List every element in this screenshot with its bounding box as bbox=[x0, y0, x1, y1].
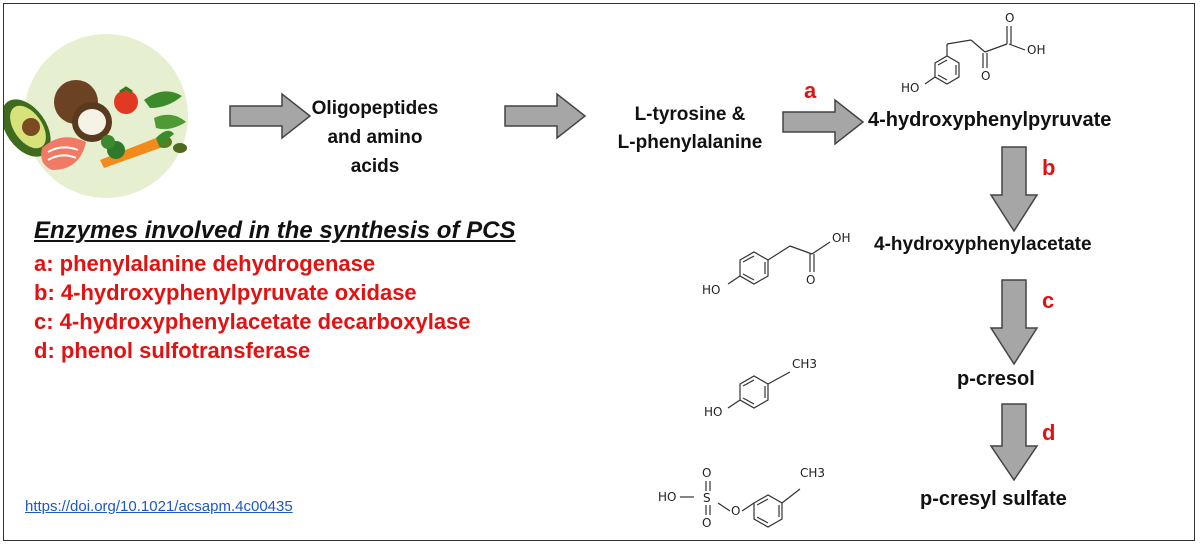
structure-p-cresyl-sulfate: HO O S O O CH3 bbox=[658, 466, 825, 530]
arrow-c bbox=[989, 279, 1039, 366]
structure-p-cresol: HO CH3 bbox=[704, 357, 817, 419]
product-p-cresol: p-cresol bbox=[957, 368, 1035, 390]
structure-hydroxyphenylpyruvate: HO O O OH bbox=[901, 11, 1045, 95]
structure-hydroxyphenylacetate: HO O OH bbox=[702, 231, 850, 297]
structure-label: CH3 bbox=[792, 357, 817, 371]
structure-label: HO bbox=[901, 81, 919, 95]
arrow-d bbox=[989, 403, 1039, 482]
structure-label: S bbox=[703, 491, 711, 505]
structure-label: HO bbox=[704, 405, 722, 419]
step-oligopeptides: Oligopeptides and amino acids bbox=[311, 98, 439, 177]
arrow-label-c: c bbox=[1042, 288, 1055, 313]
enzyme-item-b: b: 4-hydroxyphenylpyruvate oxidase bbox=[34, 280, 417, 305]
structure-label: O bbox=[702, 466, 711, 480]
structure-label: O bbox=[702, 516, 711, 530]
enzyme-list-title: Enzymes involved in the synthesis of PCS bbox=[34, 217, 516, 244]
arrow-label-d: d bbox=[1042, 420, 1056, 445]
food-illustration-icon bbox=[4, 34, 188, 198]
structure-label: O bbox=[806, 273, 815, 287]
step-tyrosine-phenylalanine: L-tyrosine & L-phenylalanine bbox=[617, 104, 763, 153]
enzyme-item-a: a: phenylalanine dehydrogenase bbox=[34, 251, 376, 276]
product-hydroxyphenylacetate: 4-hydroxyphenylacetate bbox=[874, 234, 1092, 255]
arrow-food-to-oligopeptides bbox=[229, 92, 312, 140]
enzyme-list: Enzymes involved in the synthesis of PCS… bbox=[34, 217, 515, 365]
structure-label: O bbox=[731, 504, 740, 518]
structure-label: HO bbox=[658, 490, 676, 504]
enzyme-item-c: c: 4-hydroxyphenylacetate decarboxylase bbox=[34, 309, 471, 334]
product-hydroxyphenylpyruvate: 4-hydroxyphenylpyruvate bbox=[868, 109, 1112, 131]
structure-label: HO bbox=[702, 283, 720, 297]
structure-label: OH bbox=[832, 231, 850, 245]
arrow-a bbox=[782, 98, 865, 146]
enzyme-item-d: d: phenol sulfotransferase bbox=[34, 338, 311, 363]
structure-label: O bbox=[981, 69, 990, 83]
arrow-label-b: b bbox=[1042, 155, 1056, 180]
arrow-label-a: a bbox=[804, 78, 817, 103]
arrow-oligopeptides-to-tyrosine bbox=[504, 92, 587, 140]
arrow-b bbox=[989, 146, 1039, 233]
product-p-cresyl-sulfate: p-cresyl sulfate bbox=[920, 488, 1067, 510]
structure-label: O bbox=[1005, 11, 1014, 25]
structure-label: CH3 bbox=[800, 466, 825, 480]
doi-link[interactable]: https://doi.org/10.1021/acsapm.4c00435 bbox=[25, 498, 293, 515]
structure-label: OH bbox=[1027, 43, 1045, 57]
